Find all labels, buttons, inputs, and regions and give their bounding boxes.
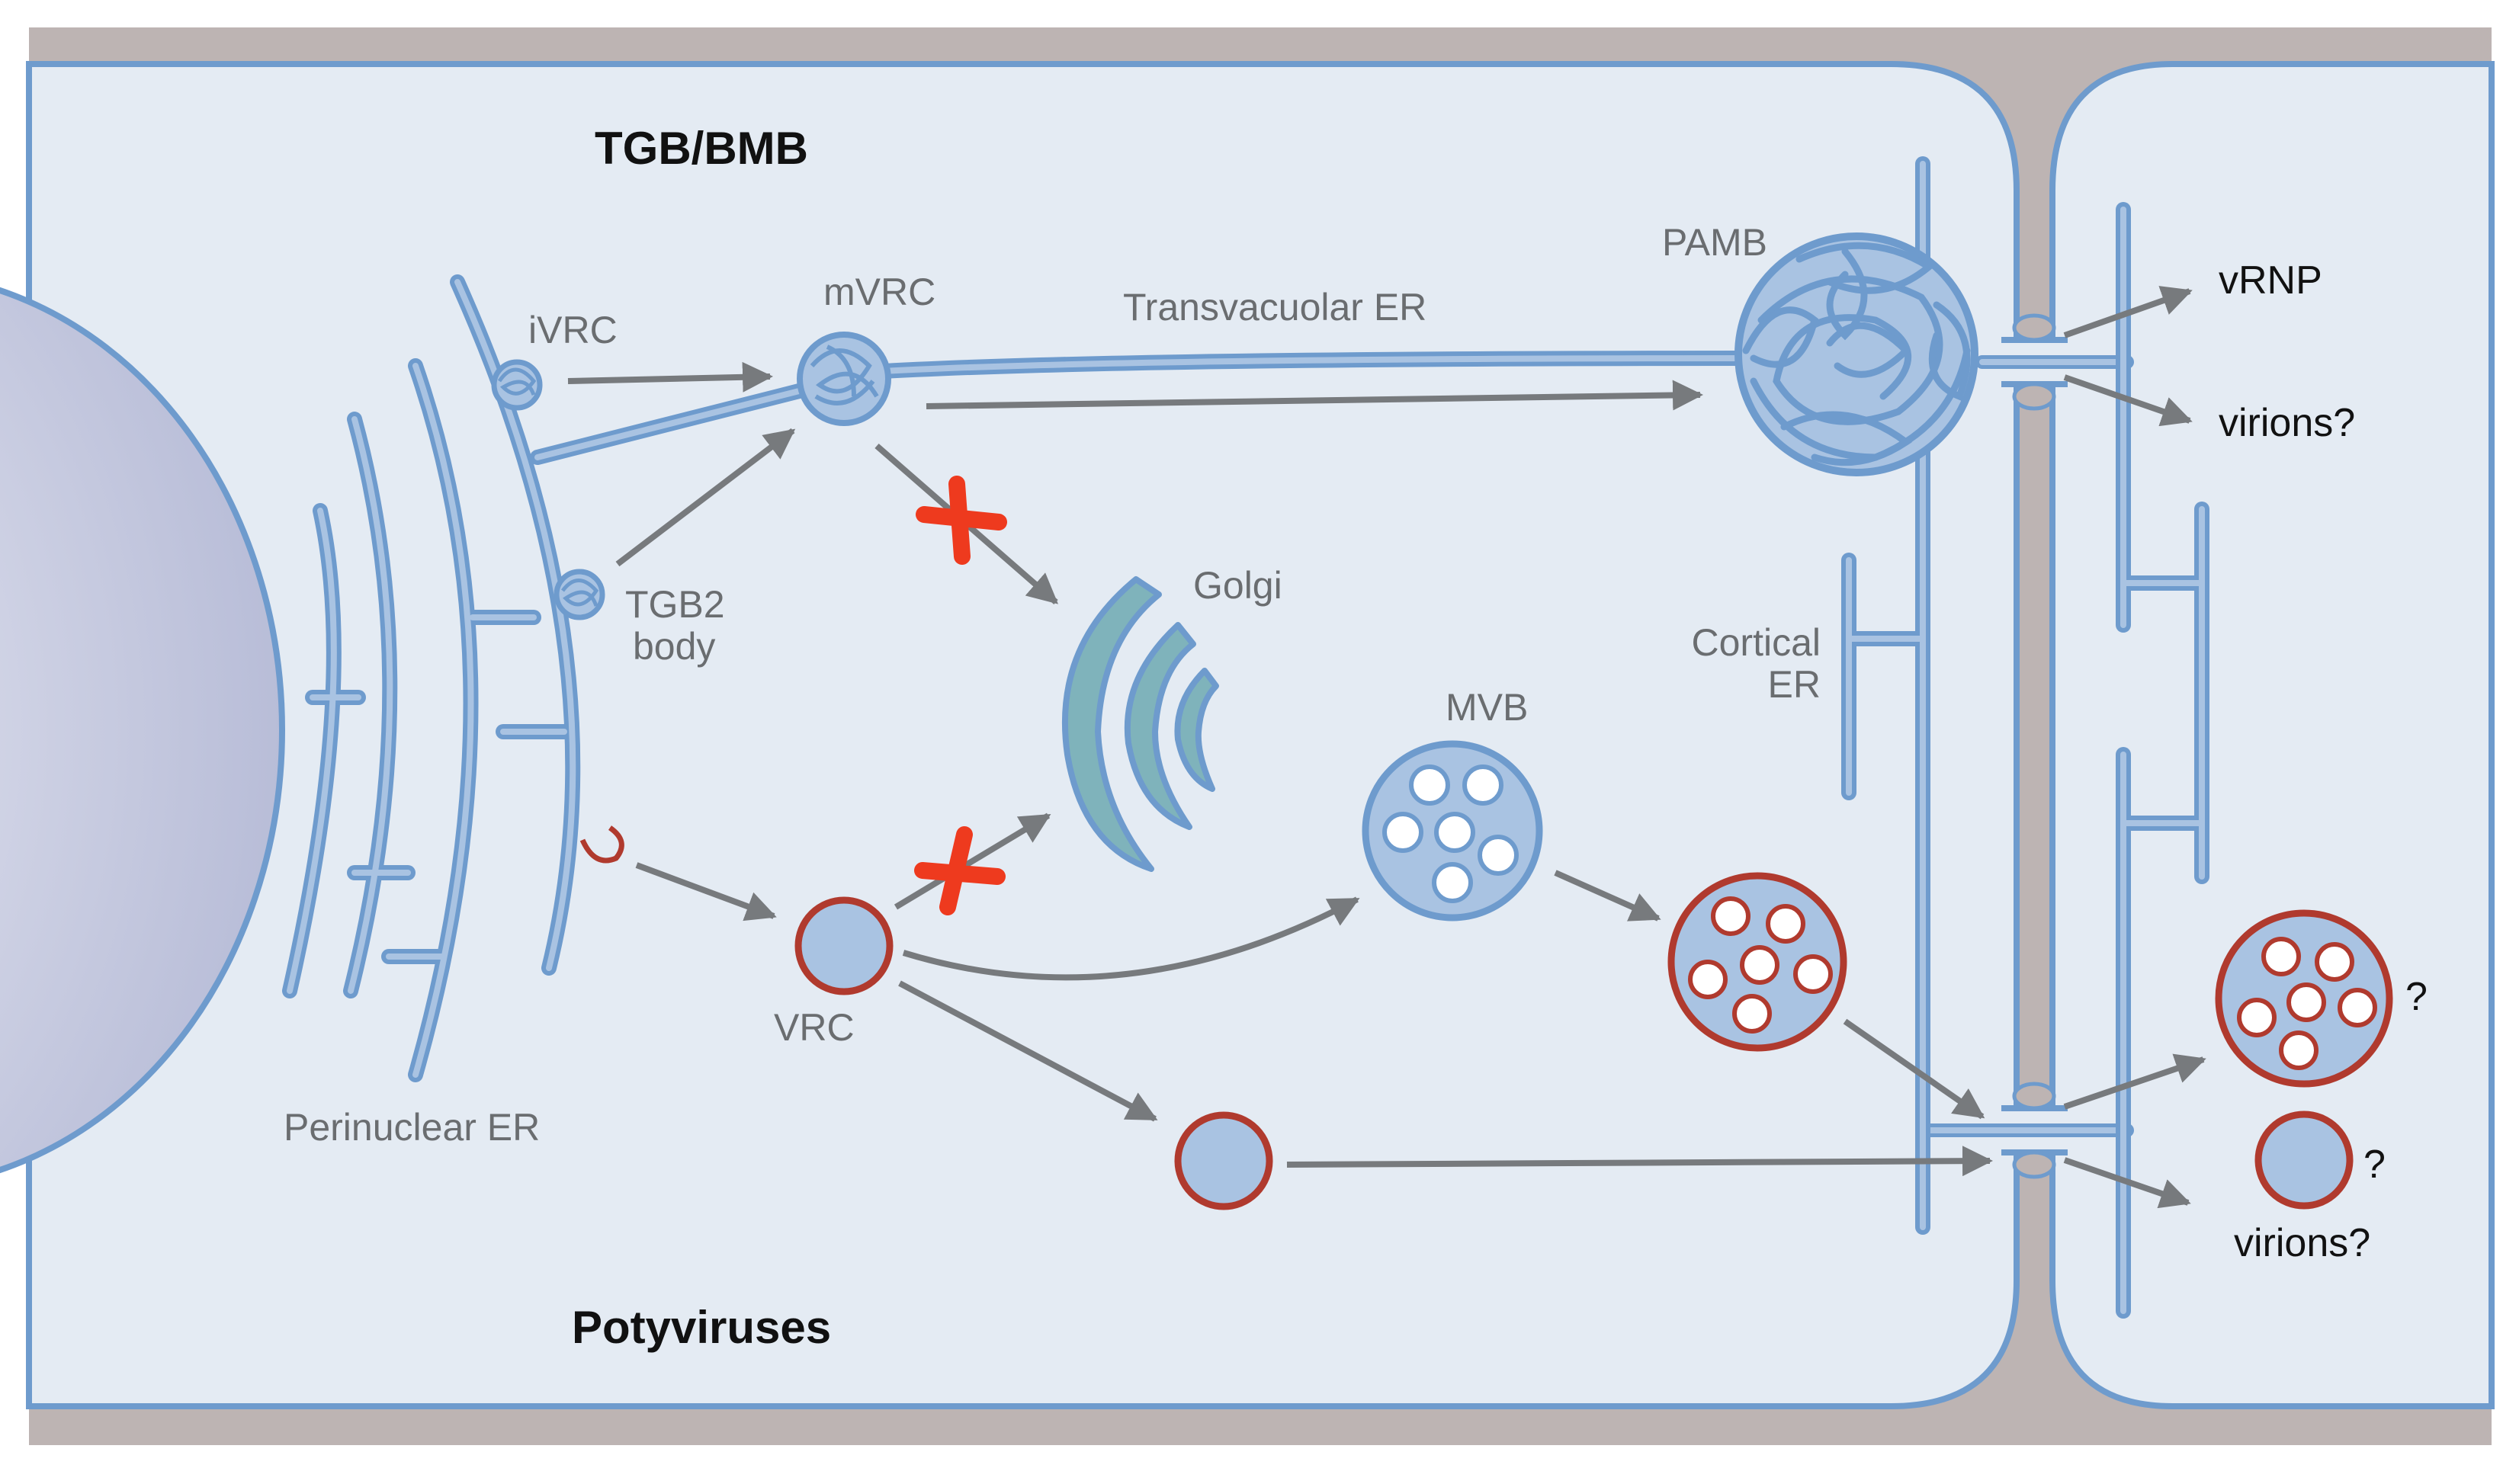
arrow-pd-to-vesicle-right bbox=[2063, 1157, 2191, 1209]
cortical-er-right bbox=[2116, 202, 2209, 1319]
arrow-vrc-to-mvb bbox=[902, 896, 1360, 981]
label-mvb: MVB bbox=[1446, 686, 1528, 729]
label-virions-bottom: virions? bbox=[2234, 1221, 2370, 1265]
mvb-red-left bbox=[1667, 872, 1847, 1052]
vesicle-right-cell bbox=[2254, 1111, 2354, 1210]
arrow-vesicle-to-pd bbox=[1286, 1146, 1993, 1177]
pamb bbox=[1734, 232, 1978, 476]
vrc-vesicle bbox=[794, 896, 894, 995]
label-ivrc: iVRC bbox=[528, 309, 618, 351]
label-cortical-line2: ER bbox=[1768, 663, 1821, 706]
mvb bbox=[1362, 740, 1543, 921]
mvrc bbox=[797, 332, 891, 426]
arrow-pd-to-vrnp bbox=[2063, 286, 2193, 338]
label-mvrc: mVRC bbox=[823, 271, 935, 313]
tgb2-body bbox=[554, 569, 605, 620]
label-perinuclear-er: Perinuclear ER bbox=[284, 1106, 540, 1149]
label-golgi: Golgi bbox=[1193, 564, 1282, 607]
arrow-vrc-to-vesicle bbox=[898, 980, 1158, 1122]
label-question-mvb: ? bbox=[2405, 975, 2428, 1019]
label-vrc: VRC bbox=[774, 1006, 855, 1049]
label-question-vesicle: ? bbox=[2363, 1143, 2386, 1187]
arrow-mvb-to-red-mvb bbox=[1554, 870, 1661, 921]
arrow-mvrc-to-pamb bbox=[926, 380, 1703, 411]
golgi bbox=[1061, 576, 1219, 872]
red-x-cross-icon-lower bbox=[914, 826, 1006, 915]
red-x-cross-icon-upper bbox=[916, 476, 1007, 565]
er-bud bbox=[579, 825, 624, 864]
arrow-bud-to-vrc bbox=[635, 862, 777, 921]
label-pamb: PAMB bbox=[1662, 221, 1767, 264]
arrow-vrc-to-golgi bbox=[894, 813, 1051, 910]
plasmodesma-upper bbox=[1975, 313, 2134, 411]
arrow-pd-to-virions-top bbox=[2063, 374, 2193, 427]
ivrc bbox=[491, 359, 543, 411]
arrow-red-mvb-to-pd bbox=[1843, 1018, 1985, 1120]
label-virions-top: virions? bbox=[2219, 401, 2355, 445]
vesicle-lower bbox=[1174, 1111, 1273, 1210]
label-tgb2-line1: TGB2 bbox=[625, 583, 725, 626]
transvacuolar-er bbox=[839, 351, 1761, 381]
label-tgb2-line2: body bbox=[633, 625, 715, 668]
arrow-tgb2-to-mvrc bbox=[615, 428, 796, 567]
nucleus bbox=[0, 287, 285, 1174]
arrows bbox=[567, 286, 2206, 1209]
label-vrnp: vRNP bbox=[2219, 258, 2322, 303]
mvb-red-right bbox=[2215, 909, 2393, 1088]
label-cortical-line1: Cortical bbox=[1692, 621, 1821, 664]
label-transvacuolar-er: Transvacuolar ER bbox=[1123, 286, 1426, 329]
arrow-pd-to-red-mvb-right bbox=[2063, 1053, 2206, 1110]
section-title-potyviruses: Potyviruses bbox=[572, 1302, 831, 1353]
arrow-ivrc-to-mvrc bbox=[567, 361, 773, 393]
section-title-tgb-bmb: TGB/BMB bbox=[595, 123, 808, 174]
plasmodesma-lower bbox=[1922, 1082, 2134, 1179]
